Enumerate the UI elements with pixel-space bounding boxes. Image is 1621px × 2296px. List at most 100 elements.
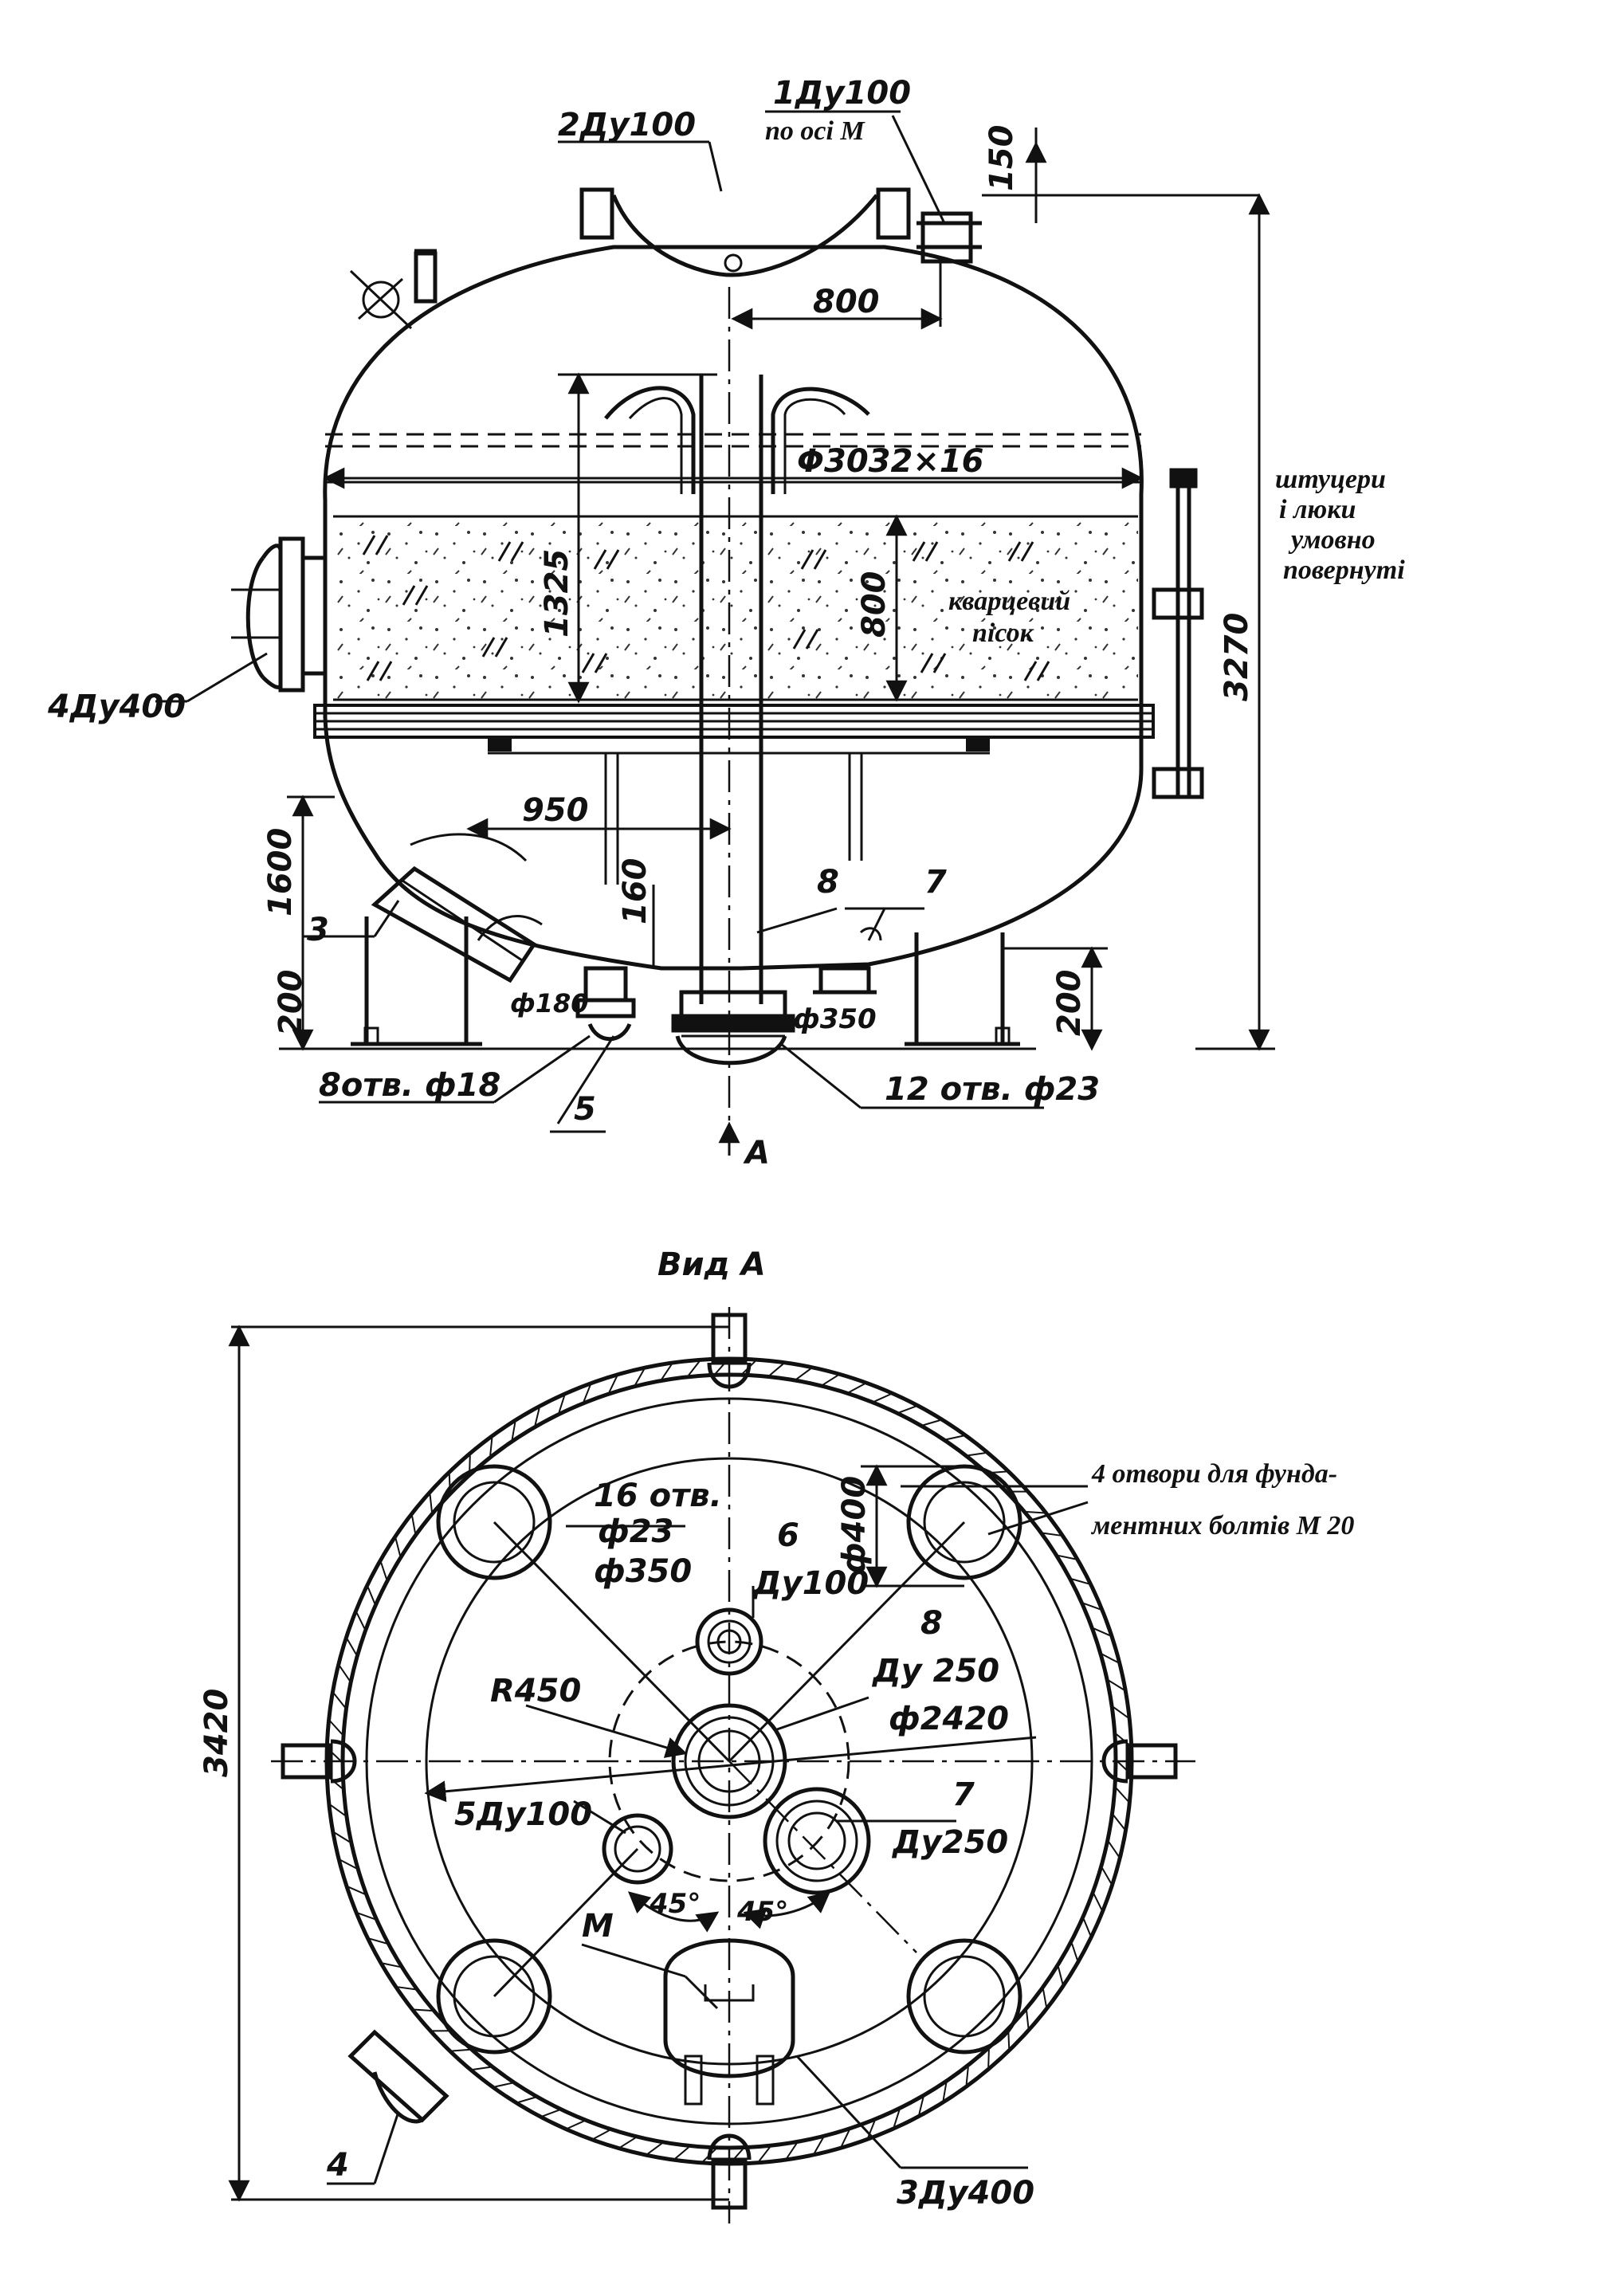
- dim-diameter: Φ3032×16: [797, 443, 984, 480]
- dim-350: ф350: [793, 1003, 877, 1035]
- shell-hatch-line: [1094, 1894, 1102, 1910]
- item-7-du: Ду250: [891, 1824, 1008, 1861]
- foundation-note-1: 4 отвори для фунда-: [1091, 1459, 1337, 1489]
- shell-hatch-line: [1026, 1512, 1044, 1513]
- shell-hatch-line: [334, 1694, 345, 1707]
- shell-hatch-line: [759, 2147, 770, 2161]
- shell-hatch-line: [919, 2098, 923, 2114]
- shell-hatch-line: [770, 1364, 783, 1376]
- dim-800-top: 800: [813, 284, 880, 320]
- shell-hatch-line: [398, 1987, 415, 1989]
- shell-hatch-line: [1109, 1842, 1118, 1856]
- rotation-note-3: умовно: [1288, 525, 1376, 555]
- nozzle-1-note: по осі М: [765, 116, 865, 146]
- item-6-du: Ду100: [752, 1565, 869, 1602]
- d23-label: ф23: [598, 1513, 673, 1550]
- shell-hatch-line: [495, 2083, 512, 2087]
- dim-180: ф180: [510, 988, 589, 1018]
- nozzle-1-label: 1Ду100: [773, 75, 911, 112]
- dim-200-right: 200: [1051, 970, 1088, 1037]
- dim-200-left: 200: [273, 970, 309, 1037]
- shell-hatch-line: [635, 1370, 644, 1385]
- item-6-label: 6: [777, 1517, 799, 1554]
- nozzle-4-label: 4Ду400: [47, 689, 186, 725]
- shell-hatch-line: [968, 1453, 986, 1455]
- shell-hatch-line: [1058, 1556, 1075, 1559]
- d3420-label: 3420: [198, 1689, 235, 1777]
- item-8-label-plan: 8: [920, 1605, 943, 1642]
- shell-hatch-line: [383, 1964, 400, 1967]
- shell-hatch-line: [988, 2050, 989, 2067]
- manhole-4-plan: [351, 2032, 446, 2121]
- dim-950: 950: [522, 792, 589, 829]
- item-4-label-plan: 4: [326, 2147, 349, 2184]
- shell-hatch-line: [412, 1516, 415, 1533]
- shell-hatch-line: [347, 1639, 356, 1654]
- shell-hatch-line: [1058, 1967, 1062, 1984]
- shell-hatch-line: [621, 2138, 635, 2148]
- item-8-du: Ду 250: [871, 1653, 999, 1690]
- shell-hatch-line: [946, 1436, 963, 1440]
- shell-hatch-line: [661, 1364, 671, 1379]
- shell-hatch-line: [787, 2144, 796, 2158]
- shell-hatch-line: [849, 1383, 864, 1391]
- rotation-note-2: і люки: [1279, 495, 1356, 524]
- m-label: М: [582, 1908, 614, 1945]
- shell-hatch-line: [944, 2083, 947, 2101]
- shell-hatch-line: [1117, 1788, 1128, 1801]
- rotation-note-1: штуцери: [1275, 465, 1386, 494]
- top-dome: [614, 195, 877, 275]
- item-3-label-plan: 3Ду400: [897, 2175, 1034, 2212]
- rotation-note-4: повернуті: [1283, 555, 1405, 585]
- side-view: 2Ду100 1Ду100 по осі М 150 800 Φ3032×16 …: [47, 75, 1405, 1172]
- dim-150: 150: [983, 125, 1020, 192]
- shell-hatch-line: [814, 2138, 823, 2153]
- lifting-eye: [725, 255, 741, 271]
- shell-hatch-line: [381, 1563, 387, 1580]
- d2420-label: ф2420: [889, 1701, 1009, 1737]
- support-legs: [279, 916, 1036, 1049]
- shell-hatch-line: [331, 1721, 343, 1734]
- shell-hatch-line: [967, 2067, 968, 2085]
- shell-hatch-line: [689, 1361, 699, 1375]
- angle-1-label: 45°: [649, 1888, 701, 1920]
- shell-hatch-line: [1084, 1919, 1090, 1935]
- shell-hatch-line: [543, 2110, 559, 2117]
- shell-hatch-line: [1043, 1533, 1061, 1536]
- shell-hatch-line: [473, 2067, 491, 2070]
- shell-hatch-line: [568, 2121, 584, 2129]
- shell-hatch-line: [899, 1407, 915, 1413]
- vent-valve-icon: [351, 271, 411, 328]
- plan-title: Вид А: [657, 1246, 766, 1283]
- item-7-label: 7: [924, 864, 947, 901]
- plan-dimension-lines: [231, 1327, 1088, 2200]
- shell-hatch-line: [414, 2010, 432, 2011]
- shell-hatch-line: [331, 1805, 345, 1815]
- sand-label-1: кварцевий: [948, 587, 1070, 616]
- r450-label: R450: [490, 1673, 581, 1709]
- item-5-label: 5: [574, 1091, 596, 1128]
- dim-1325: 1325: [539, 549, 575, 638]
- central-pipe: [701, 287, 761, 1132]
- nozzle-2-label: 2Ду100: [558, 107, 696, 143]
- shell-hatch-line: [519, 2098, 536, 2102]
- shell-hatch-line: [452, 2050, 469, 2051]
- shell-hatch-line: [1072, 1944, 1077, 1960]
- dim-160: 160: [617, 858, 654, 925]
- dim-800-sand: 800: [856, 571, 893, 638]
- shell-hatch-line: [368, 1588, 375, 1603]
- holes-16-label: 16 отв.: [594, 1478, 722, 1514]
- shell-hatch-line: [675, 2147, 689, 2158]
- shell-hatch-line: [1043, 1989, 1046, 2006]
- shell-hatch-line: [823, 1376, 838, 1385]
- dim-1600: 1600: [262, 828, 299, 916]
- d350-label: ф350: [594, 1553, 692, 1590]
- shell-hatch-line: [1109, 1681, 1124, 1690]
- shell-hatch-line: [490, 1438, 492, 1456]
- item-3-label: 3: [307, 912, 329, 948]
- false-bottom: [315, 705, 1153, 753]
- dim-3270: 3270: [1219, 613, 1255, 701]
- item-8-label: 8: [817, 864, 839, 901]
- shell-hatch-line: [648, 2144, 662, 2154]
